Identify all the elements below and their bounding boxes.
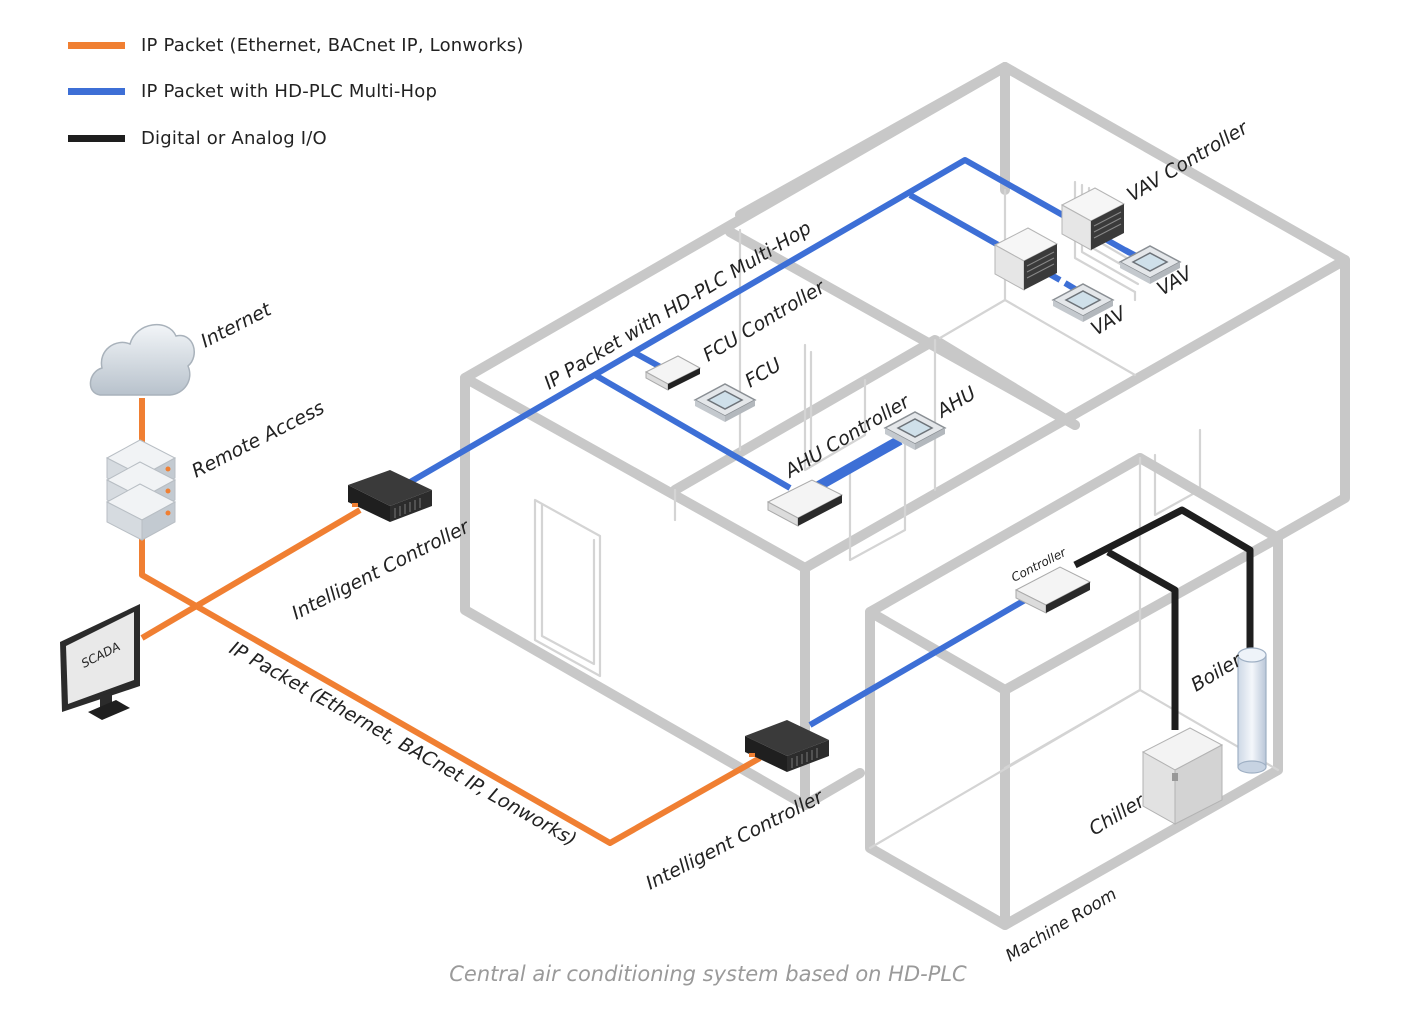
legend-swatch-ethernet [68,41,125,49]
label-fcu: FCU [741,354,785,393]
intelligent-controller-2-icon [745,720,829,772]
scada-monitor-icon [60,604,140,720]
legend-swatch-hdplc [68,87,125,95]
legend-item-ethernet: IP Packet (Ethernet, BACnet IP, Lonworks… [68,33,524,57]
vav-2-icon [1118,245,1182,284]
intelligent-controller-1-icon [348,470,432,522]
legend-swatch-io [68,134,125,142]
label-internet: Internet [197,298,276,353]
label-chiller: Chiller [1085,790,1149,841]
legend-label-hdplc: IP Packet with HD-PLC Multi-Hop [141,80,438,102]
label-remote-access: Remote Access [188,397,328,483]
cloud-icon [89,323,195,396]
boiler-icon [1237,647,1267,774]
legend-item-hdplc: IP Packet with HD-PLC Multi-Hop [68,79,437,103]
fcu-icon [693,383,757,422]
vav-controller-icon [993,227,1059,291]
chiller-icon [1141,727,1224,825]
machine-room [865,453,1283,930]
machine-room-controller-icon [1014,566,1092,614]
fcu-controller-icon [644,355,702,391]
io-links [1073,506,1254,730]
vav-controller-2-icon [1060,187,1126,251]
ahu-controller-icon [766,479,844,527]
vav-1-icon [1051,283,1115,322]
legend-label-ethernet: IP Packet (Ethernet, BACnet IP, Lonworks… [141,34,524,56]
label-ip-packet-path: IP Packet (Ethernet, BACnet IP, Lonworks… [226,637,581,851]
server-icon [105,439,177,541]
figure-caption: Central air conditioning system based on… [449,962,967,986]
diagram-labels: Internet Remote Access SCADA Intelligent… [79,116,1253,966]
ahu-icon [883,411,947,450]
legend-item-io: Digital or Analog I/O [68,126,327,150]
label-intelligent-controller-1: Intelligent Controller [288,515,473,624]
legend-label-io: Digital or Analog I/O [141,127,327,149]
label-ahu: AHU [932,382,980,423]
label-intelligent-controller-2: Intelligent Controller [642,785,827,894]
